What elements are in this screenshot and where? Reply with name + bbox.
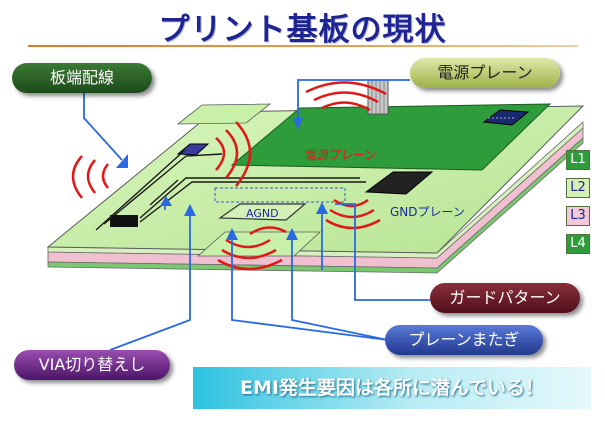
plane-crossing-callout: プレーンまたぎ — [385, 325, 543, 355]
title-underline — [28, 45, 578, 47]
edge-traces — [95, 149, 366, 231]
gnd-ic-chip — [364, 171, 434, 195]
layer-legend-l3: L3 — [566, 206, 590, 226]
gnd-plane-label: GNDプレーン — [390, 205, 465, 219]
emission-waves — [71, 81, 387, 271]
emi-warning-banner: EMI発生要因は各所に潜んでいる！ — [193, 367, 591, 409]
board-layer-stack — [47, 121, 584, 274]
layer-legend-l2: L2 — [566, 178, 590, 198]
agnd-island — [218, 203, 307, 221]
ic-chip-left — [176, 143, 210, 156]
agnd-label: AGND — [246, 207, 279, 220]
via-switch-callout: VIA切り替えし — [14, 350, 170, 380]
callout-arrows — [83, 79, 430, 351]
layer-legend-l4: L4 — [566, 234, 590, 254]
power-plane-label: 電源プレーン — [305, 148, 376, 162]
callout-arrowheads — [116, 118, 328, 240]
power-plane-callout: 電源プレーン — [410, 58, 560, 88]
via-component — [110, 215, 138, 227]
layer-legend-l1: L1 — [566, 150, 590, 170]
page-title: プリント基板の現状 — [158, 12, 447, 48]
edge-wiring-label: 板端配線 — [12, 63, 152, 93]
power-plane — [230, 103, 552, 171]
power-connector — [367, 79, 389, 115]
ic-chip-top-right — [482, 109, 530, 126]
edge-plate-top — [176, 103, 272, 125]
guard-pattern-callout: ガードパターン — [430, 283, 580, 313]
guard-region — [214, 187, 346, 203]
